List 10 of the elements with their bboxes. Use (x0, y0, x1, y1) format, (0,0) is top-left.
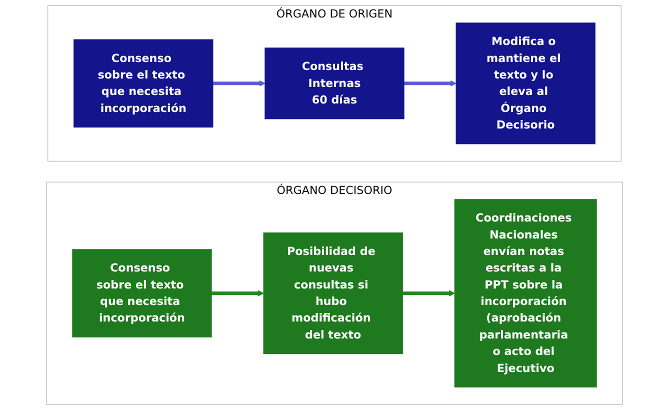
arrow (211, 290, 264, 296)
arrow (402, 290, 455, 296)
arrow (212, 80, 266, 86)
node-box: Modifica o mantiene el texto y lo eleva al Órgano Decisorio (456, 22, 596, 144)
node-box: Consenso sobre el texto que necesita incorporación (74, 39, 214, 128)
node-box: Consultas Internas 60 días (264, 48, 404, 120)
arrow (404, 80, 456, 86)
node-box: Posibilidad de nuevas consultas si hubo modificación del texto (263, 232, 403, 354)
node-box: Consenso sobre el texto que necesita incorporación (72, 249, 212, 338)
node-box: Coordinaciones Nacionales envían notas escritas a la PPT sobre la incorporación (aprobación parlamentaria o acto del Ejecutivo (454, 199, 597, 388)
